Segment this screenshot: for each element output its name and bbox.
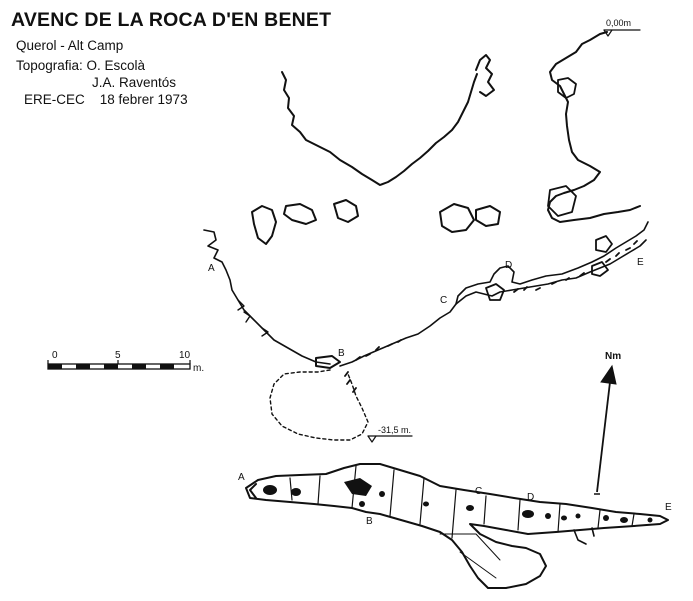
scale-unit: m. (193, 363, 204, 374)
north-arrow (594, 364, 617, 495)
cave-wall-left (203, 229, 331, 365)
profile-station-b: B (338, 348, 345, 359)
block-d (485, 283, 505, 301)
boulder-4 (439, 203, 475, 233)
wall-marker-2 (243, 311, 251, 323)
scale-tick-10: 10 (179, 350, 191, 361)
plan-centre-divider (439, 533, 501, 579)
profile-station-d: D (505, 260, 512, 271)
boulder-5 (475, 205, 501, 227)
survey-topography: Topografia: O. Escolà (16, 58, 146, 73)
survey-location: Querol - Alt Camp (16, 38, 124, 53)
profile-station-c: C (440, 295, 447, 306)
wall-marker-1 (237, 299, 245, 311)
profile-station-labels: A B C D E (208, 257, 644, 359)
block-e-2 (591, 261, 609, 277)
survey-topography-2: J.A. Raventós (92, 75, 177, 90)
boulder-1 (251, 205, 277, 245)
boulder-3 (333, 199, 359, 223)
plan-station-d: D (527, 492, 534, 503)
gallery-floor (339, 239, 647, 367)
plan-rocks (263, 478, 653, 523)
plan-side-passage (573, 527, 595, 545)
block-entrance (557, 77, 577, 99)
plan-station-a: A (238, 472, 245, 483)
dashed-lower-chamber (269, 369, 369, 441)
north-arrow-head (600, 364, 617, 385)
block-e (595, 235, 613, 253)
plan-view (245, 463, 669, 589)
gallery-roof (455, 221, 649, 305)
profile-section (203, 29, 649, 443)
plan-station-e: E (665, 502, 672, 513)
surface-wall-right (547, 31, 641, 223)
survey-club-date: ERE-CEC 18 febrer 1973 (24, 92, 188, 107)
scale-bar (47, 360, 191, 370)
bottom-depth-label: -31,5 m. (378, 425, 411, 435)
bottom-datum-marker (367, 435, 377, 443)
boulder-2 (283, 203, 317, 225)
wall-fragment-top (475, 54, 495, 97)
wall-marker-3 (261, 327, 269, 337)
scale-tick-0: 0 (52, 350, 58, 361)
scale-tick-5: 5 (115, 350, 121, 361)
entrance-datum-marker (603, 29, 613, 37)
block-b (315, 355, 341, 369)
rubble-marks (344, 240, 638, 393)
north-arrow-label: Nm (605, 351, 621, 362)
profile-station-e: E (637, 257, 644, 268)
plan-station-labels: A B C D E (238, 472, 672, 527)
profile-station-a: A (208, 263, 215, 274)
block-entrance-2 (547, 185, 577, 217)
survey-title: AVENC DE LA ROCA D'EN BENET (11, 9, 332, 31)
plan-cross-sections (289, 465, 635, 539)
plan-outline (245, 463, 669, 589)
plan-station-c: C (475, 486, 482, 497)
entrance-depth-label: 0,00m (606, 18, 631, 28)
plan-entry-bracket (249, 483, 257, 499)
surface-wall-left (281, 71, 478, 186)
plan-station-b: B (366, 516, 373, 527)
